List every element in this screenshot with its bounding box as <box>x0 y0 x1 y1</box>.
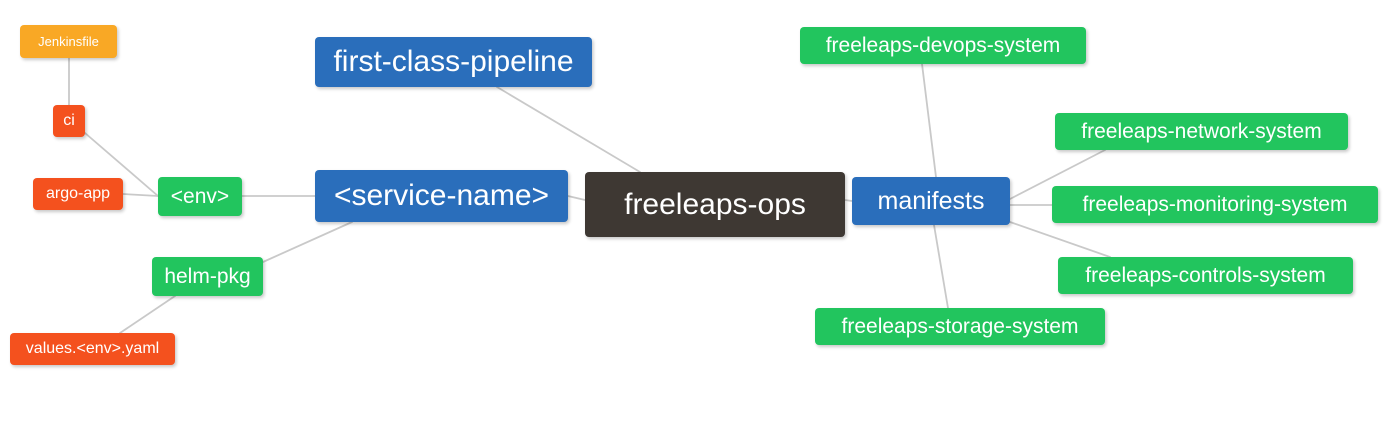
node-label-first-class-pipeline: first-class-pipeline <box>333 45 574 78</box>
edge-service-name-to-freeleaps-ops <box>567 195 586 201</box>
node-first-class-pipeline[interactable]: first-class-pipeline <box>315 37 592 87</box>
node-label-service-name: <service-name> <box>333 179 550 212</box>
edge-manifests-to-devops-system <box>921 63 937 178</box>
node-values-env-yaml[interactable]: values.<env>.yaml <box>10 333 175 365</box>
node-label-storage-system: freeleaps-storage-system <box>841 315 1079 338</box>
node-label-devops-system: freeleaps-devops-system <box>825 34 1061 57</box>
edge-manifests-to-storage-system <box>933 224 949 309</box>
node-monitoring-system[interactable]: freeleaps-monitoring-system <box>1052 186 1378 223</box>
node-label-manifests: manifests <box>877 186 985 215</box>
node-network-system[interactable]: freeleaps-network-system <box>1055 113 1348 150</box>
edge-values-env-yaml-to-helm-pkg <box>119 295 176 334</box>
node-env[interactable]: <env> <box>158 177 242 216</box>
node-label-monitoring-system: freeleaps-monitoring-system <box>1082 193 1348 216</box>
node-label-values-env-yaml: values.<env>.yaml <box>25 340 160 357</box>
node-jenkinsfile[interactable]: Jenkinsfile <box>20 25 117 58</box>
edge-manifests-to-network-system <box>1009 149 1106 200</box>
node-storage-system[interactable]: freeleaps-storage-system <box>815 308 1105 345</box>
node-label-freeleaps-ops: freeleaps-ops <box>624 187 806 221</box>
node-label-ci: ci <box>63 112 75 129</box>
node-label-env: <env> <box>170 185 230 208</box>
edge-freeleaps-ops-to-manifests <box>844 199 853 202</box>
node-argo-app[interactable]: argo-app <box>33 178 123 210</box>
node-label-helm-pkg: helm-pkg <box>164 265 251 288</box>
node-devops-system[interactable]: freeleaps-devops-system <box>800 27 1086 64</box>
edge-ci-to-env <box>84 132 159 197</box>
node-helm-pkg[interactable]: helm-pkg <box>152 257 263 296</box>
node-controls-system[interactable]: freeleaps-controls-system <box>1058 257 1353 294</box>
edge-helm-pkg-to-service-name <box>262 221 353 263</box>
node-label-network-system: freeleaps-network-system <box>1081 120 1322 143</box>
edge-argo-app-to-env <box>122 193 159 197</box>
node-label-argo-app: argo-app <box>45 185 111 202</box>
node-label-controls-system: freeleaps-controls-system <box>1085 264 1326 287</box>
node-freeleaps-ops[interactable]: freeleaps-ops <box>585 172 845 237</box>
node-service-name[interactable]: <service-name> <box>315 170 568 222</box>
node-ci[interactable]: ci <box>53 105 85 137</box>
node-manifests[interactable]: manifests <box>852 177 1010 225</box>
edge-manifests-to-controls-system <box>1009 221 1111 258</box>
node-label-jenkinsfile: Jenkinsfile <box>38 34 99 49</box>
edge-first-class-pipeline-to-freeleaps-ops <box>496 86 641 173</box>
